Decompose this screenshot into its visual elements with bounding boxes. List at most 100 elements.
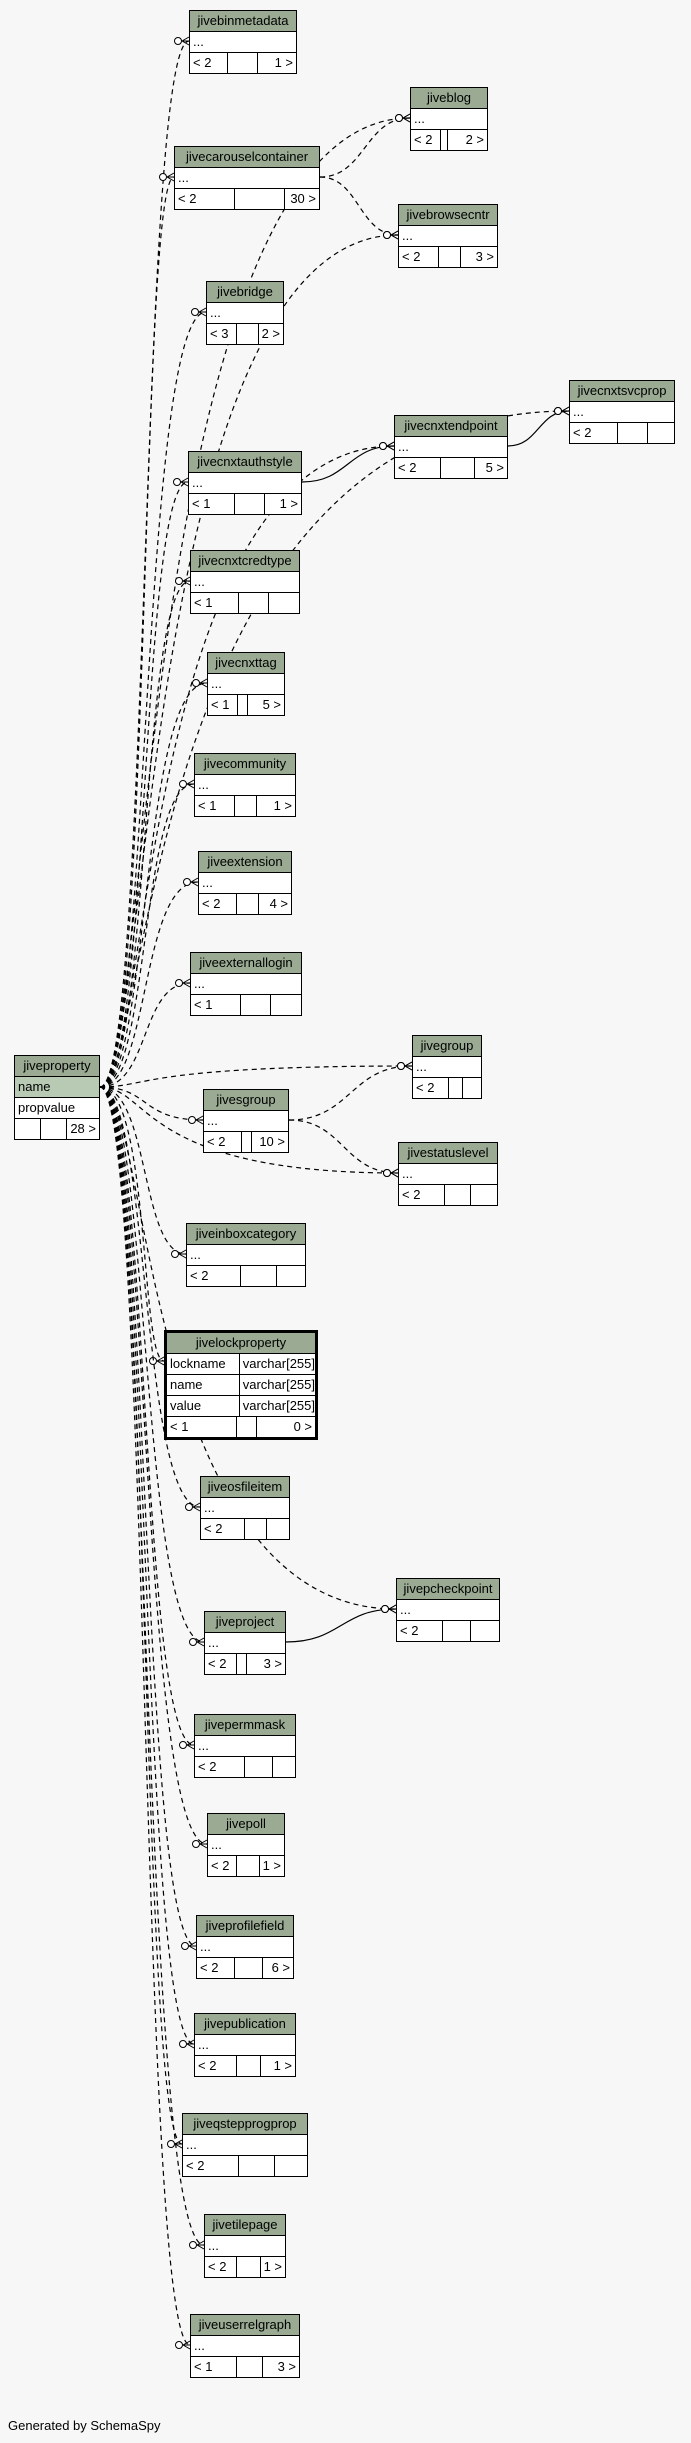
children-count[interactable]: 3 >: [475, 249, 494, 264]
column-row[interactable]: ...: [397, 1600, 499, 1621]
table-title[interactable]: jiveprofilefield: [197, 1916, 293, 1937]
column-row[interactable]: ...: [201, 1498, 289, 1519]
column-row[interactable]: ...: [204, 1111, 288, 1132]
children-count[interactable]: 1 >: [262, 1858, 281, 1873]
column-row[interactable]: ...: [395, 437, 507, 458]
column-row[interactable]: ...: [189, 473, 301, 494]
parents-count[interactable]: < 1: [189, 494, 235, 514]
column-row[interactable]: ...: [191, 2336, 299, 2357]
children-count[interactable]: [471, 1185, 497, 1205]
children-count[interactable]: 3 >: [263, 1656, 282, 1671]
children-count[interactable]: 6 >: [271, 1960, 290, 1975]
table-jivepcheckpoint[interactable]: jivepcheckpoint...< 2: [396, 1578, 500, 1642]
parents-count[interactable]: < 2: [195, 1757, 245, 1777]
children-count[interactable]: [648, 423, 674, 443]
parents-count[interactable]: < 2: [205, 2257, 237, 2277]
table-title[interactable]: jivecommunity: [195, 754, 295, 775]
table-title[interactable]: jiveosfileitem: [201, 1477, 289, 1498]
table-title[interactable]: jivepcheckpoint: [397, 1579, 499, 1600]
table-title[interactable]: jiveproperty: [15, 1056, 99, 1077]
children-count[interactable]: 10 >: [259, 1134, 285, 1149]
table-jiveosfileitem[interactable]: jiveosfileitem...< 2: [200, 1476, 290, 1540]
column-row[interactable]: ...: [199, 873, 291, 894]
table-jiveexternallogin[interactable]: jiveexternallogin...< 1: [190, 952, 302, 1016]
table-jivesgroup[interactable]: jivesgroup...< 2 10 >: [203, 1089, 289, 1153]
column-row[interactable]: ...: [207, 303, 283, 324]
table-title[interactable]: jiveuserrelgraph: [191, 2315, 299, 2336]
parents-count[interactable]: [15, 1119, 42, 1139]
table-title[interactable]: jivebrowsecntr: [399, 205, 497, 226]
table-title[interactable]: jivestatuslevel: [399, 1143, 497, 1164]
parents-count[interactable]: < 1: [191, 995, 241, 1015]
table-title[interactable]: jivesgroup: [204, 1090, 288, 1111]
table-title[interactable]: jivecnxtsvcprop: [570, 381, 674, 402]
parents-count[interactable]: < 1: [167, 1417, 237, 1437]
column-row[interactable]: ...: [413, 1057, 481, 1078]
table-jivestatuslevel[interactable]: jivestatuslevel...< 2: [398, 1142, 498, 1206]
table-title[interactable]: jiveblog: [411, 88, 487, 109]
column-row[interactable]: ...: [183, 2135, 307, 2156]
parents-count[interactable]: < 2: [204, 1132, 242, 1152]
parents-count[interactable]: < 2: [397, 1621, 443, 1641]
table-jiveprofilefield[interactable]: jiveprofilefield...< 2 6 >: [196, 1915, 294, 1979]
parents-count[interactable]: < 1: [195, 796, 235, 816]
column-row[interactable]: ...: [195, 1736, 295, 1757]
column-row[interactable]: ...: [205, 2236, 285, 2257]
table-title[interactable]: jivepublication: [195, 2014, 295, 2035]
column-row[interactable]: ...: [205, 1633, 285, 1654]
table-title[interactable]: jiveinboxcategory: [187, 1224, 305, 1245]
table-title[interactable]: jivetilepage: [205, 2215, 285, 2236]
table-title[interactable]: jiveqstepprogprop: [183, 2114, 307, 2135]
children-count[interactable]: 1 >: [274, 55, 293, 70]
parents-count[interactable]: < 2: [175, 189, 235, 209]
column-row[interactable]: ...: [197, 1937, 293, 1958]
parents-count[interactable]: < 1: [191, 2357, 237, 2377]
column-row[interactable]: ...: [191, 572, 299, 593]
children-count[interactable]: [269, 593, 299, 613]
children-count[interactable]: [277, 1266, 305, 1286]
column-row[interactable]: ...: [190, 32, 296, 53]
table-title[interactable]: jivebridge: [207, 282, 283, 303]
children-count[interactable]: [471, 1621, 499, 1641]
children-count[interactable]: [275, 2156, 307, 2176]
table-jiveqstepprogprop[interactable]: jiveqstepprogprop...< 2: [182, 2113, 308, 2177]
table-title[interactable]: jivecnxttag: [208, 653, 284, 674]
parents-count[interactable]: < 2: [399, 1185, 445, 1205]
children-count[interactable]: [271, 995, 301, 1015]
parents-count[interactable]: < 2: [395, 458, 441, 478]
table-title[interactable]: jivecarouselcontainer: [175, 147, 319, 168]
parents-count[interactable]: < 2: [411, 130, 441, 150]
column-row[interactable]: ...: [399, 1164, 497, 1185]
children-count[interactable]: 5 >: [262, 697, 281, 712]
table-title[interactable]: jiveexternallogin: [191, 953, 301, 974]
parents-count[interactable]: < 2: [399, 247, 439, 267]
children-count[interactable]: [267, 1519, 289, 1539]
children-count[interactable]: 1 >: [279, 496, 298, 511]
column-row[interactable]: ...: [195, 775, 295, 796]
column-row[interactable]: ...: [175, 168, 319, 189]
parents-count[interactable]: < 2: [205, 1654, 237, 1674]
children-count[interactable]: 4 >: [269, 896, 288, 911]
table-title[interactable]: jivegroup: [413, 1036, 481, 1057]
children-count[interactable]: 5 >: [485, 460, 504, 475]
column-row[interactable]: ...: [570, 402, 674, 423]
parents-count[interactable]: < 2: [570, 423, 618, 443]
table-title[interactable]: jiveproject: [205, 1612, 285, 1633]
parents-count[interactable]: < 2: [197, 1958, 235, 1978]
children-count[interactable]: [273, 1757, 295, 1777]
children-count[interactable]: 1 >: [263, 2259, 282, 2274]
parents-count[interactable]: < 2: [413, 1078, 449, 1098]
